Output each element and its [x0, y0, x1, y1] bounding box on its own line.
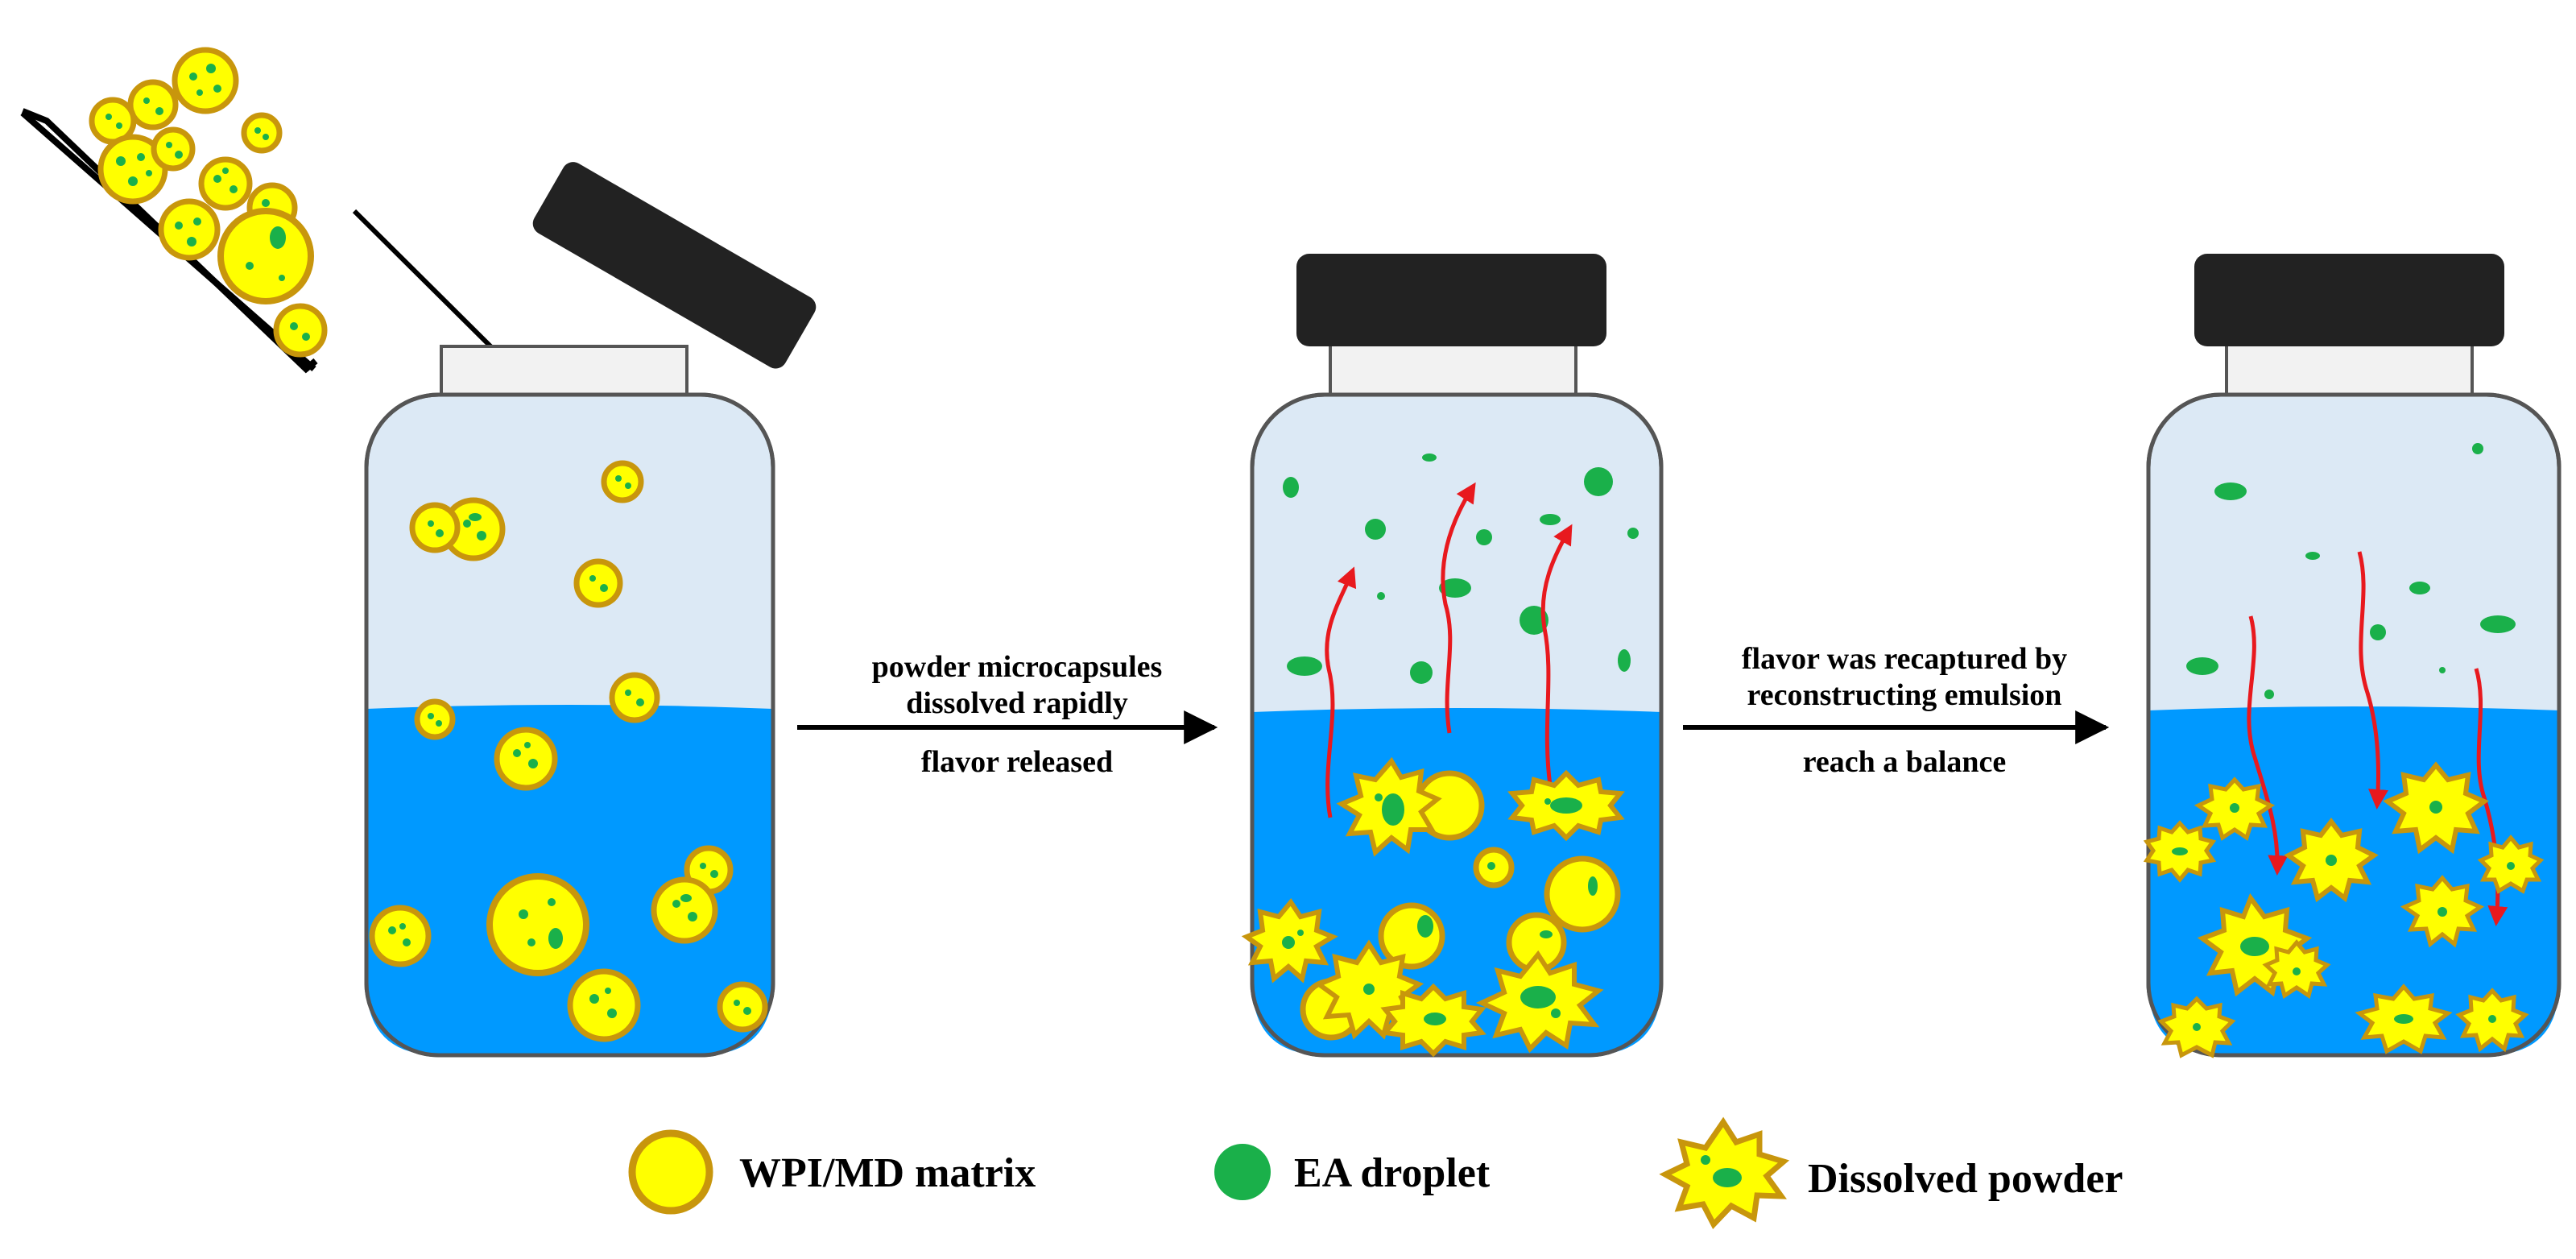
tray-microcapsules — [89, 47, 328, 358]
bottle-2-cap — [1296, 254, 1606, 346]
step-1-label-line2: dissolved rapidly — [906, 686, 1128, 720]
bottle-1 — [364, 162, 817, 1058]
step-1-label-line1: powder microcapsules — [872, 650, 1163, 684]
bottle-2 — [1241, 254, 1664, 1058]
bottle-3-dissolved-powder — [2143, 761, 2545, 1058]
step-arrow-1: powder microcapsules dissolved rapidly f… — [797, 650, 1218, 779]
bottle-2-flavor-arrows — [1325, 482, 1573, 818]
legend: WPI/MD matrix EA droplet Dissolved powde… — [628, 1116, 2123, 1229]
bottle-2-particles — [1241, 756, 1625, 1058]
legend-item-matrix: WPI/MD matrix — [628, 1129, 1036, 1215]
step-1-sublabel: flavor released — [921, 745, 1113, 779]
bottle-1-cap — [532, 162, 817, 369]
step-arrow-2: flavor was recaptured by reconstructing … — [1683, 642, 2110, 779]
legend-item-droplet: EA droplet — [1214, 1144, 1491, 1200]
step-2-sublabel: reach a balance — [1803, 745, 2007, 779]
legend-matrix-label: WPI/MD matrix — [739, 1150, 1036, 1196]
bottle-1-microcapsules — [369, 460, 768, 1042]
step-2-label-line2: reconstructing emulsion — [1747, 678, 2062, 712]
bottle-3-cap — [2194, 254, 2504, 346]
legend-droplet-swatch — [1214, 1144, 1271, 1200]
bottle-2-ea-droplets — [1283, 453, 1639, 684]
bottle-3 — [2143, 254, 2562, 1058]
legend-droplet-label: EA droplet — [1294, 1150, 1491, 1196]
step-2-label-line1: flavor was recaptured by — [1742, 642, 2067, 676]
legend-dissolved-label: Dissolved powder — [1808, 1156, 2123, 1202]
legend-matrix-swatch — [628, 1129, 713, 1215]
legend-item-dissolved: Dissolved powder — [1659, 1116, 2123, 1229]
bottle-3-ea-droplets — [2186, 443, 2516, 699]
